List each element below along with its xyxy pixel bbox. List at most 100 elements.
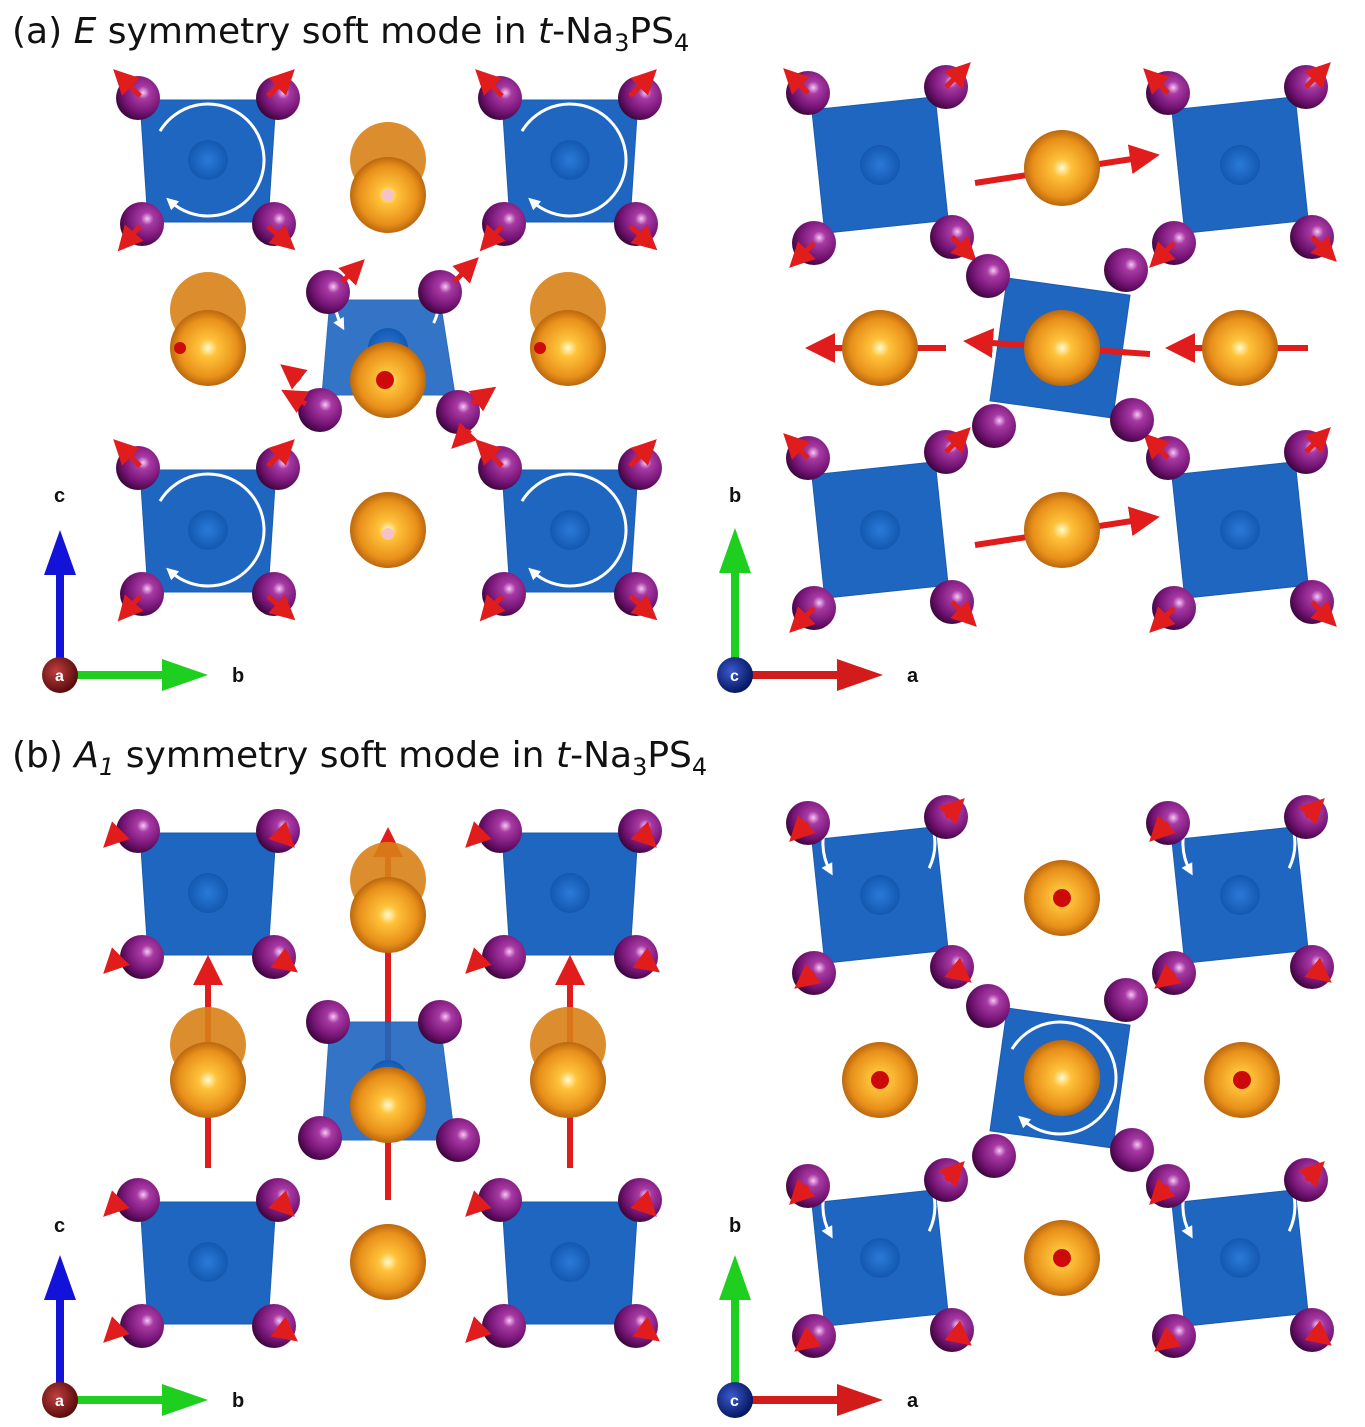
s-atom: [436, 1118, 480, 1162]
s-atom: [252, 202, 296, 246]
a-axis-origin: [42, 1382, 78, 1418]
displacement-dot: [174, 342, 186, 354]
vertical-axis-label: c: [54, 1215, 65, 1237]
origin-label: c: [730, 1393, 739, 1410]
displacement-arrow: [628, 224, 658, 251]
displacement-arrow: [794, 1326, 822, 1352]
na-atom: [1202, 310, 1278, 386]
axes-bc-view-a: a c b: [42, 485, 244, 693]
displacement-arrow: [944, 427, 971, 454]
s-atom: [436, 390, 480, 434]
panel-a-title: (a) E symmetry soft mode in t-Na3PS4: [12, 11, 690, 57]
s-atom: [618, 809, 662, 853]
displacement-arrow: [630, 821, 657, 848]
displacement-arrow: [338, 259, 365, 286]
s-atom: [972, 404, 1016, 448]
c-axis-origin: [717, 1382, 753, 1418]
displacement-arrow: [465, 947, 492, 974]
na-atom: [170, 1042, 246, 1118]
na-atom: [530, 1042, 606, 1118]
displacement-arrow: [103, 821, 130, 848]
displacement-arrow: [789, 241, 816, 268]
horizontal-axis-label: b: [232, 665, 244, 687]
s-atom: [1104, 248, 1148, 292]
s-atom: [966, 984, 1010, 1028]
s-atom: [618, 1178, 662, 1222]
p-atom: [860, 510, 900, 550]
p-atom: [550, 1242, 590, 1282]
s-atom: [116, 446, 160, 490]
rotation-arrow: [158, 102, 266, 218]
s-atom: [972, 1134, 1016, 1178]
na-atom: [350, 1224, 426, 1300]
displacement-dot: [1233, 1071, 1251, 1089]
axes-bc-view-b: a c b: [42, 1215, 244, 1418]
p-atom: [860, 875, 900, 915]
displacement-arrow: [113, 439, 142, 468]
p-atom: [1220, 1238, 1260, 1278]
s-atom: [120, 1304, 164, 1348]
s-atom: [256, 809, 300, 853]
displacement-arrow: [266, 594, 296, 621]
displacement-dot: [871, 1071, 889, 1089]
s-atom: [614, 935, 658, 979]
displacement-arrow: [465, 821, 492, 848]
s-atom: [252, 572, 296, 616]
b-axis-arrowhead: [162, 1384, 208, 1416]
displacement-arrow: [117, 224, 144, 252]
displacement-arrow: [1304, 427, 1331, 454]
displacement-dot: [1053, 1249, 1071, 1267]
p-atom: [1220, 510, 1260, 550]
axes-ab-view-a: c b a: [717, 485, 919, 693]
displacement-arrow: [1154, 1326, 1182, 1352]
displacement-arrow: [632, 1316, 660, 1342]
s-atom: [966, 254, 1010, 298]
b-axis-arrowhead: [162, 659, 208, 691]
c-axis-origin: [717, 657, 753, 693]
displacement-arrow: [465, 1316, 492, 1343]
s-atom: [614, 572, 658, 616]
displacement-arrow: [270, 947, 298, 973]
displacement-arrow: [628, 594, 658, 621]
displacement-arrow: [1298, 1161, 1325, 1188]
na-atom: [530, 310, 606, 386]
horizontal-axis-label: a: [907, 1390, 919, 1412]
p-atom: [188, 1242, 228, 1282]
na-atom: [1024, 310, 1100, 386]
structure-drawing: [103, 62, 1337, 1358]
displacement-arrow: [783, 68, 810, 95]
s-atom: [614, 1304, 658, 1348]
displacement-arrow: [479, 594, 506, 622]
rotation-arrow: [158, 472, 266, 588]
origin-label: a: [55, 1393, 64, 1410]
p-atom: [1220, 145, 1260, 185]
displacement-arrow: [632, 947, 660, 973]
p-atom: [188, 510, 228, 550]
displacement-arrow: [1149, 1178, 1176, 1205]
origin-label: a: [55, 668, 64, 685]
rotation-arrow: [1010, 1020, 1118, 1136]
s-atom: [298, 1116, 342, 1160]
panel-b-title: (b) A1 symmetry soft mode in t-Na3PS4: [12, 735, 708, 781]
displacement-arrow: [789, 606, 816, 633]
displacement-arrow: [117, 594, 144, 622]
displacement-arrow: [944, 957, 972, 983]
s-atom: [478, 446, 522, 490]
p-atom: [860, 145, 900, 185]
displacement-dot: [382, 528, 394, 540]
rotation-arrow: [520, 472, 628, 588]
s-atom: [1110, 1128, 1154, 1172]
p-atom: [550, 873, 590, 913]
displacement-arrow: [270, 1316, 298, 1342]
s-atom: [306, 270, 350, 314]
displacement-arrow: [103, 1316, 130, 1343]
vertical-axis-label: b: [729, 485, 741, 507]
s-atom: [116, 1178, 160, 1222]
displacement-arrow: [452, 257, 479, 284]
s-atom: [482, 1304, 526, 1348]
s-atom: [478, 809, 522, 853]
s-atom: [482, 935, 526, 979]
na-atom: [170, 310, 246, 386]
displacement-arrow: [789, 815, 816, 842]
displacement-arrow: [1310, 235, 1337, 262]
